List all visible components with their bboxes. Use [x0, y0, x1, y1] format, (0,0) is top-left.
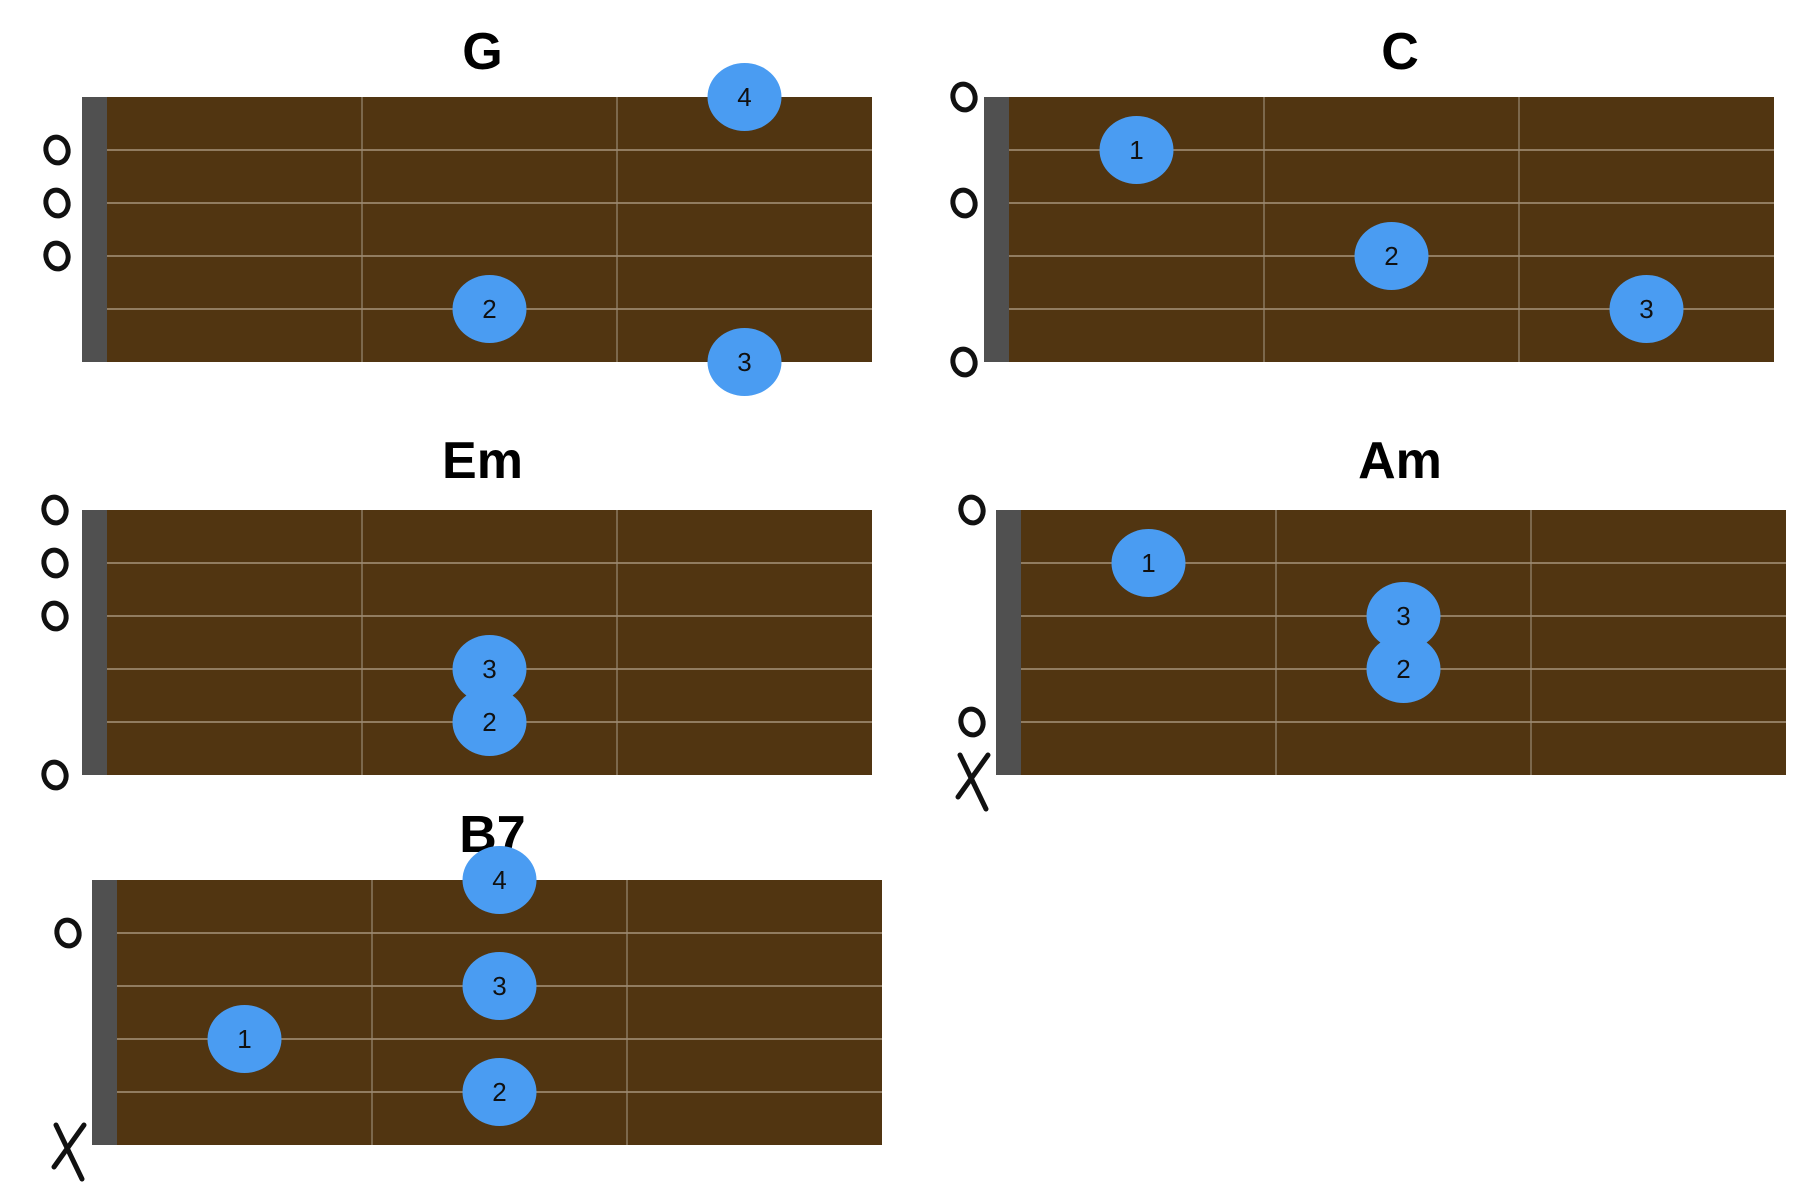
finger-label: 4: [492, 865, 506, 895]
finger-circle: [207, 1005, 282, 1073]
finger-circle: [462, 846, 537, 914]
finger-circle: [707, 63, 782, 131]
chord-diagram-g: G 4 2 3: [0, 22, 900, 422]
finger-dot: 1: [1111, 529, 1186, 597]
finger-label: 1: [1141, 548, 1155, 578]
finger-label: 3: [492, 971, 506, 1001]
finger-label: 1: [1129, 135, 1143, 165]
chord-title: Am: [1358, 432, 1442, 490]
nut: [92, 880, 117, 1145]
finger-label: 3: [1396, 601, 1410, 631]
finger-dot: 1: [1099, 116, 1174, 184]
finger-circle: [1366, 635, 1441, 703]
finger-circle: [452, 635, 527, 703]
open-string-marker: [41, 547, 69, 579]
chord-title: G: [462, 23, 503, 81]
finger-circle: [462, 1058, 537, 1126]
finger-label: 3: [737, 347, 751, 377]
finger-circle: [1366, 582, 1441, 650]
open-string-marker: [958, 706, 986, 738]
finger-dot: 3: [452, 635, 527, 703]
open-string-marker: [950, 346, 978, 378]
finger-label: 2: [492, 1077, 506, 1107]
finger-dot: 3: [707, 328, 782, 396]
open-string-marker: [41, 759, 69, 791]
open-string-marker: [54, 917, 82, 949]
nut: [82, 97, 107, 362]
fretboard: 4 3 1 2: [51, 846, 882, 1182]
open-string-marker: [41, 600, 69, 632]
open-string-marker: [43, 134, 71, 166]
open-string-marker: [43, 240, 71, 272]
muted-string-marker: [955, 752, 991, 812]
open-string-marker: [958, 494, 986, 526]
chord-title: Em: [442, 432, 523, 490]
finger-label: 2: [1396, 654, 1410, 684]
open-string-marker: [43, 187, 71, 219]
finger-circle: [452, 275, 527, 343]
muted-string-marker: [51, 1122, 87, 1182]
finger-dot: 2: [452, 275, 527, 343]
fretboard: 32: [41, 494, 872, 791]
finger-circle: [1099, 116, 1174, 184]
finger-dot: 2: [452, 688, 527, 756]
finger-dot: 3: [462, 952, 537, 1020]
finger-label: 3: [482, 654, 496, 684]
fretboard: 4 2 3: [43, 63, 872, 396]
finger-dot: 4: [462, 846, 537, 914]
chord-diagram-am: Am 1 3 2: [900, 435, 1818, 825]
finger-circle: [1111, 529, 1186, 597]
finger-dot: 2: [462, 1058, 537, 1126]
fretboard: 1 3 2: [955, 494, 1786, 812]
finger-dot: 4: [707, 63, 782, 131]
chord-title: C: [1381, 23, 1419, 81]
finger-circle: [1609, 275, 1684, 343]
finger-dot: 2: [1354, 222, 1429, 290]
finger-label: 3: [1639, 294, 1653, 324]
finger-label: 2: [1384, 241, 1398, 271]
finger-dot: 2: [1366, 635, 1441, 703]
finger-label: 2: [482, 294, 496, 324]
nut: [82, 510, 107, 775]
chord-diagram-c: C 1 2 3: [900, 22, 1818, 422]
finger-dot: 3: [1366, 582, 1441, 650]
finger-circle: [452, 688, 527, 756]
finger-circle: [462, 952, 537, 1020]
finger-circle: [1354, 222, 1429, 290]
finger-label: 1: [237, 1024, 251, 1054]
finger-label: 4: [737, 82, 751, 112]
finger-dot: 3: [1609, 275, 1684, 343]
fretboard: 1 2 3: [950, 81, 1774, 378]
finger-label: 2: [482, 707, 496, 737]
open-string-marker: [950, 81, 978, 113]
open-string-marker: [950, 187, 978, 219]
finger-dot: 1: [207, 1005, 282, 1073]
nut: [996, 510, 1021, 775]
nut: [984, 97, 1009, 362]
finger-circle: [707, 328, 782, 396]
open-string-marker: [41, 494, 69, 526]
